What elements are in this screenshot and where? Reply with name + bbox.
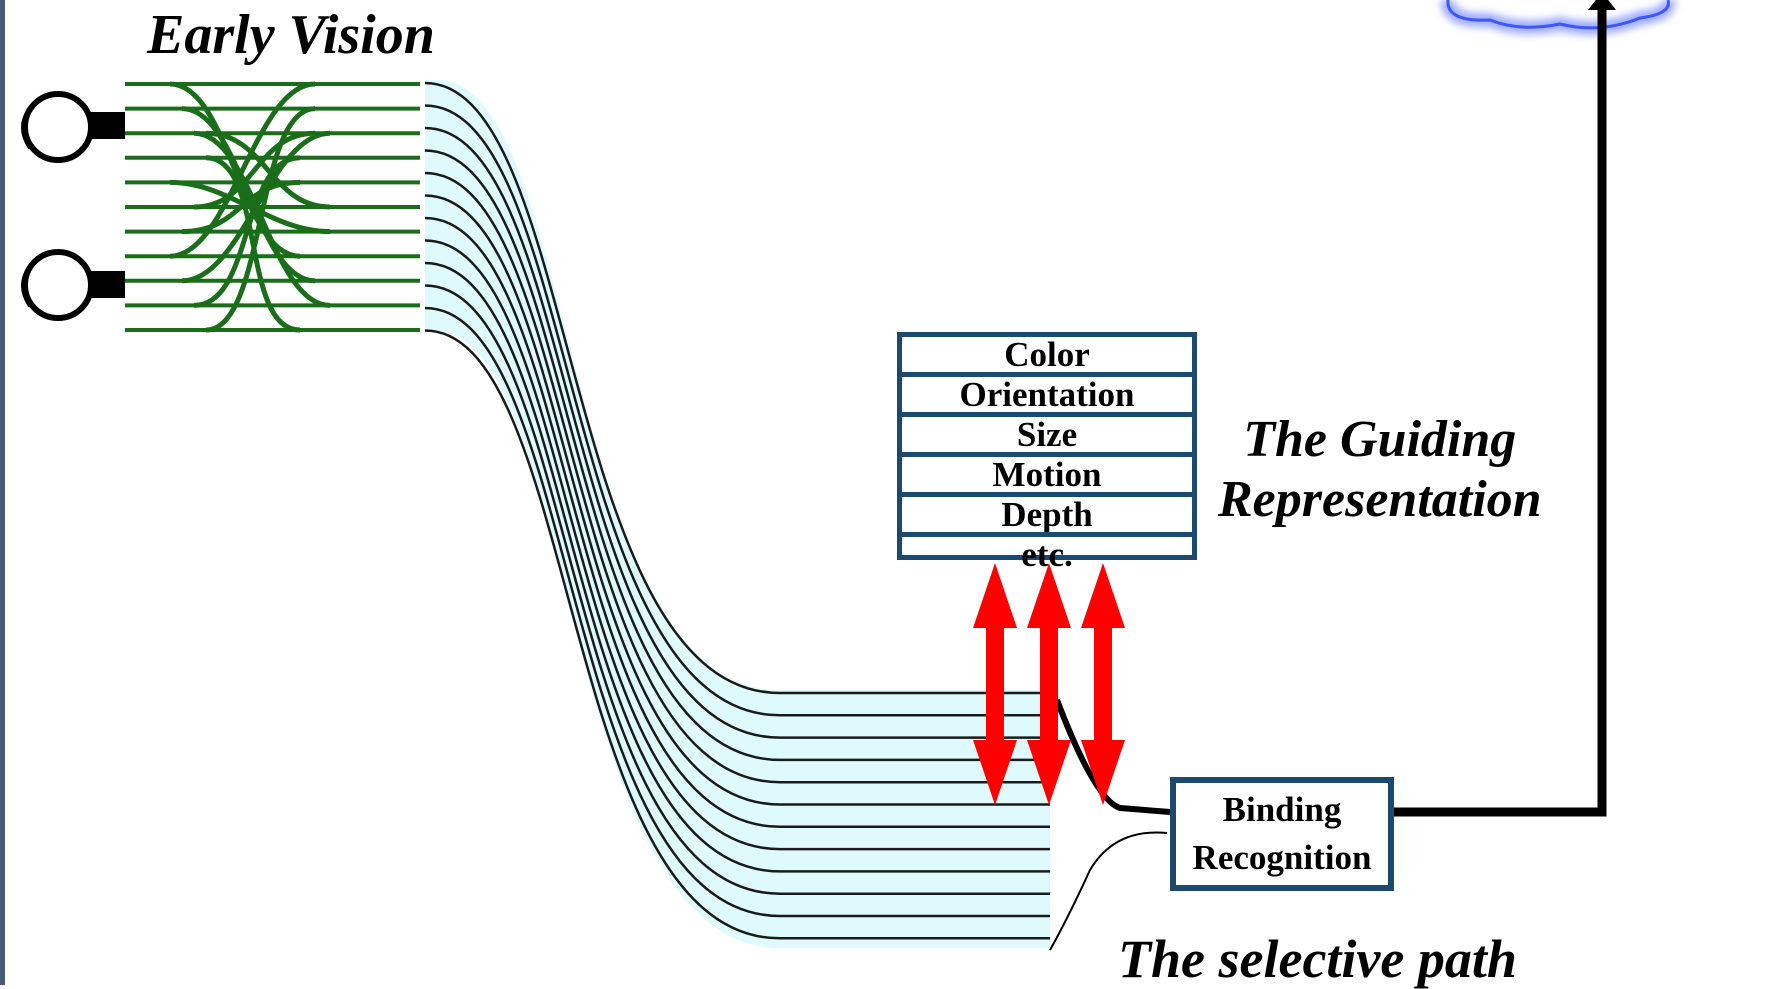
output-arrowhead	[1588, 0, 1616, 10]
cloud-icon	[1441, 0, 1676, 35]
binding-connector	[1054, 698, 1171, 815]
fiber-line	[424, 194, 1050, 806]
feature-depth: Depth	[902, 492, 1192, 532]
feature-table: Color Orientation Size Motion Depth etc.	[897, 332, 1197, 572]
recognition-label: Recognition	[1192, 838, 1372, 877]
green-crossing-fiber	[193, 155, 301, 308]
selective-path-line	[1049, 831, 1168, 951]
double-arrow-icon	[973, 563, 1017, 805]
green-crossing-fiber	[205, 130, 331, 210]
feature-arrows	[973, 563, 1125, 805]
feature-etc: etc.	[902, 532, 1192, 572]
green-crossing-fiber	[169, 179, 331, 235]
binding-label: Binding	[1222, 790, 1342, 829]
fiber-line	[424, 306, 1050, 918]
fiber-line	[424, 284, 1050, 895]
fiber-line	[424, 126, 1050, 739]
fiber-band	[425, 80, 1050, 948]
fiber-line	[424, 216, 1050, 829]
guiding-representation-label: The Guiding Representation	[1218, 410, 1542, 530]
feature-color: Color	[1004, 335, 1090, 374]
eye-icon-top	[21, 91, 125, 163]
fiber-line	[424, 81, 1050, 695]
eye-icon-bottom	[21, 249, 125, 321]
early-vision-crossings	[169, 81, 331, 333]
feature-orientation: Orientation	[902, 372, 1192, 412]
fiber-line	[424, 104, 1050, 717]
fiber-line	[424, 171, 1050, 784]
guiding-line-2: Representation	[1218, 471, 1542, 528]
binding-recognition-box: Binding Recognition	[1170, 777, 1394, 891]
fiber-line	[424, 261, 1050, 873]
selective-path-label: The selective path	[1118, 929, 1517, 989]
fiber-line	[424, 329, 1050, 940]
green-crossing-fiber	[205, 106, 316, 333]
double-arrow-icon	[1027, 563, 1071, 805]
early-vision-label: Early Vision	[147, 4, 435, 66]
early-vision-fibers	[125, 82, 420, 332]
feature-motion: Motion	[902, 452, 1192, 492]
guiding-line-1: The Guiding	[1243, 411, 1517, 468]
fiber-line	[424, 239, 1050, 851]
feature-size: Size	[902, 412, 1192, 452]
fiber-line	[424, 149, 1050, 762]
left-edge-bar	[0, 0, 5, 985]
output-path	[1394, 4, 1607, 817]
green-crossing-fiber	[193, 130, 316, 210]
green-crossing-fiber	[169, 81, 316, 259]
double-arrow-icon	[1081, 563, 1125, 805]
fiber-bundle	[424, 81, 1050, 940]
